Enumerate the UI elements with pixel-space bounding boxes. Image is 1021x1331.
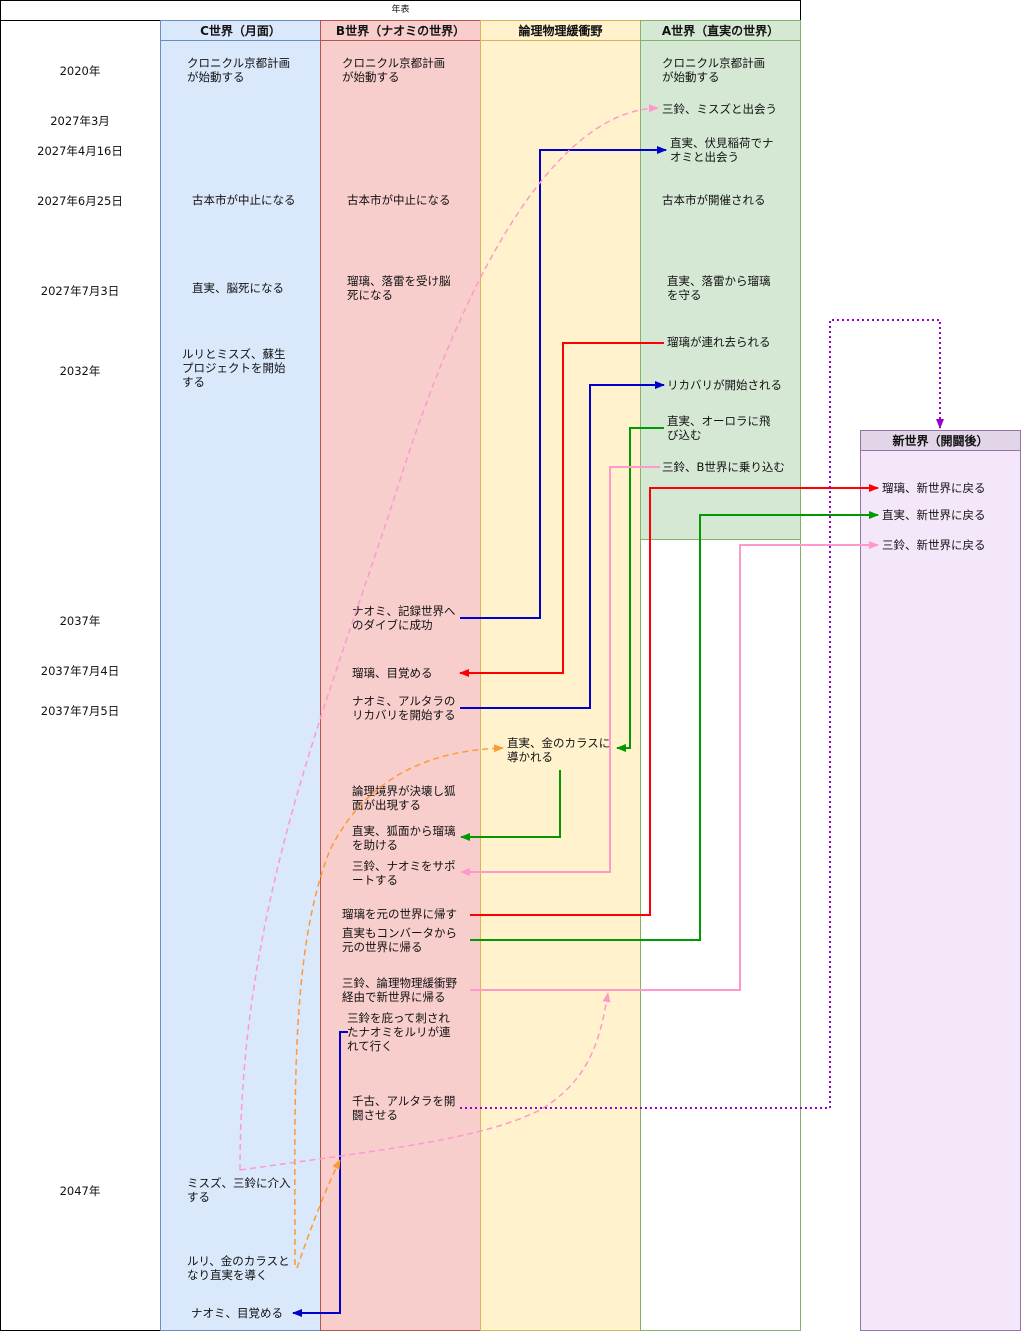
year-column-header xyxy=(0,20,161,41)
event-b-fox-mask: 論理境界が決壊し狐 面が出現する xyxy=(352,784,456,812)
event-b-naomi-stabbed: 三鈴を庇って刺され たナオミをルリが連 れて行く xyxy=(347,1011,451,1053)
event-b-recovery-start: ナオミ、アルタラの リカバリを開始する xyxy=(352,694,456,722)
event-a-misuzu-b-world: 三鈴、B世界に乗り込む xyxy=(662,460,785,474)
event-n-misuzu-returns: 三鈴、新世界に戻る xyxy=(882,538,986,552)
event-b-save-ruri: 直実、狐面から瑠璃 を助ける xyxy=(352,824,456,852)
event-c-ruri-crow: ルリ、金のカラスと なり直実を導く xyxy=(187,1254,290,1282)
column-body-b xyxy=(320,40,481,1331)
column-body-c xyxy=(160,40,321,1331)
column-body-a-lower xyxy=(640,540,801,1331)
year-label: 2032年 xyxy=(59,364,101,378)
year-label: 2027年3月 xyxy=(50,114,110,128)
event-a-bookfair-held: 古本市が開催される xyxy=(662,193,766,207)
year-label: 2037年7月4日 xyxy=(40,664,120,678)
event-a-aurora-jump: 直実、オーロラに飛 び込む xyxy=(667,414,771,442)
event-a-ruri-taken: 瑠璃が連れ去られる xyxy=(667,335,771,349)
event-b-return-ruri: 瑠璃を元の世界に帰す xyxy=(342,907,457,921)
event-c-revival-project: ルリとミスズ、蘇生 プロジェクトを開始 する xyxy=(182,347,286,389)
column-body-n xyxy=(860,450,1021,1331)
column-header-b: B世界（ナオミの世界） xyxy=(320,20,481,41)
event-b-naomi-dive: ナオミ、記録世界へ のダイブに成功 xyxy=(352,604,456,632)
year-label: 2020年 xyxy=(59,64,101,78)
year-label: 2027年6月25日 xyxy=(37,194,123,208)
event-a-protect-ruri: 直実、落雷から瑠璃 を守る xyxy=(667,274,771,302)
event-c-naomi-braindead: 直実、脳死になる xyxy=(192,281,284,295)
event-b-chronicle-start: クロニクル京都計画 が始動する xyxy=(342,56,446,84)
event-c-chronicle-start: クロニクル京都計画 が始動する xyxy=(187,56,291,84)
event-a-recovery-start: リカバリが開始される xyxy=(667,378,782,392)
column-header-c: C世界（月面） xyxy=(160,20,321,41)
event-b-ruri-wakes: 瑠璃、目覚める xyxy=(352,666,433,680)
chart-title: 年表 xyxy=(0,0,801,21)
event-b-bookfair-cancel: 古本市が中止になる xyxy=(347,193,451,207)
event-b-ruri-lightning: 瑠璃、落雷を受け脳 死になる xyxy=(347,274,451,302)
event-b-altara-open: 千古、アルタラを開 闘させる xyxy=(352,1094,456,1122)
event-a-misuzu-meet: 三鈴、ミスズと出会う xyxy=(662,102,777,116)
year-label: 2037年 xyxy=(59,614,101,628)
column-body-l xyxy=(480,40,641,1331)
column-header-a: A世界（直実の世界） xyxy=(640,20,801,41)
event-n-naomi-returns: 直実、新世界に戻る xyxy=(882,508,986,522)
column-header-l: 論理物理緩衝野 xyxy=(480,20,641,41)
event-a-chronicle-start: クロニクル京都計画 が始動する xyxy=(662,56,766,84)
event-b-naomi-return: 直実もコンバータから 元の世界に帰る xyxy=(342,926,457,954)
year-label: 2027年4月16日 xyxy=(37,144,123,158)
year-label: 2037年7月5日 xyxy=(40,704,120,718)
event-l-golden-crow: 直実、金のカラスに 導かれる xyxy=(507,736,611,764)
year-column xyxy=(0,40,161,1331)
event-c-naomi-wakes: ナオミ、目覚める xyxy=(191,1306,283,1320)
event-c-misuzu-intervene: ミスズ、三鈴に介入 する xyxy=(187,1176,291,1204)
event-n-ruri-returns: 瑠璃、新世界に戻る xyxy=(882,481,986,495)
year-label: 2027年7月3日 xyxy=(40,284,120,298)
event-b-misuzu-support: 三鈴、ナオミをサポ ートする xyxy=(352,859,456,887)
event-b-misuzu-return: 三鈴、論理物理緩衝野 経由で新世界に帰る xyxy=(342,976,457,1004)
column-header-n: 新世界（開闘後） xyxy=(860,430,1021,451)
event-c-bookfair-cancel: 古本市が中止になる xyxy=(192,193,296,207)
event-a-meet-naomi: 直実、伏見稲荷でナ オミと出会う xyxy=(670,136,774,164)
year-label: 2047年 xyxy=(59,1184,101,1198)
